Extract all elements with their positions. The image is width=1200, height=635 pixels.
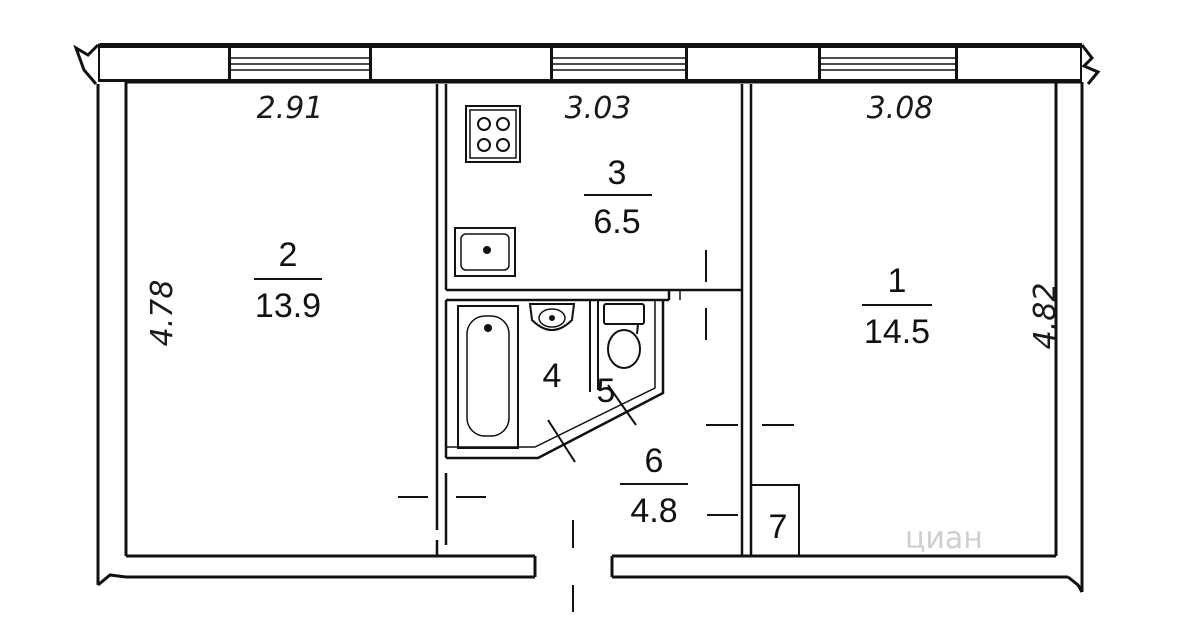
room-3-number: 3 bbox=[608, 154, 627, 192]
interior-walls bbox=[435, 84, 800, 557]
room-labels: 2 13.9 3 6.5 1 14.5 4 5 6 4.8 7 bbox=[254, 154, 932, 546]
room-3-area: 6.5 bbox=[593, 203, 640, 241]
axis-marks bbox=[398, 250, 794, 612]
stove-icon bbox=[465, 105, 521, 163]
watermark: циан bbox=[905, 521, 983, 556]
room-5-number: 5 bbox=[597, 372, 616, 410]
dim-room2-width: 2.91 bbox=[257, 91, 324, 126]
outer-walls bbox=[73, 43, 1101, 593]
dim-room3-width: 3.03 bbox=[565, 91, 632, 126]
room-6-area: 4.8 bbox=[630, 492, 677, 530]
washbasin-icon bbox=[528, 303, 576, 331]
windows bbox=[98, 43, 1082, 82]
toilet-icon bbox=[603, 303, 645, 369]
dim-room2-depth: 4.78 bbox=[145, 280, 180, 347]
room-4-number: 4 bbox=[543, 357, 562, 395]
dim-room1-depth: 4.82 bbox=[1028, 283, 1063, 350]
bathtub-icon bbox=[457, 305, 519, 449]
room-1-area: 14.5 bbox=[864, 313, 930, 351]
room-2-number: 2 bbox=[279, 236, 298, 274]
room-6-number: 6 bbox=[645, 442, 664, 480]
room-2-area: 13.9 bbox=[255, 287, 321, 325]
kitchen-sink-icon bbox=[454, 227, 516, 277]
room-1-number: 1 bbox=[888, 262, 907, 300]
room-7-number: 7 bbox=[769, 508, 788, 546]
dim-room1-width: 3.08 bbox=[867, 91, 934, 126]
watermark-text: циан bbox=[905, 521, 983, 556]
dimension-labels: 2.91 3.03 3.08 4.78 4.82 bbox=[145, 91, 1063, 349]
